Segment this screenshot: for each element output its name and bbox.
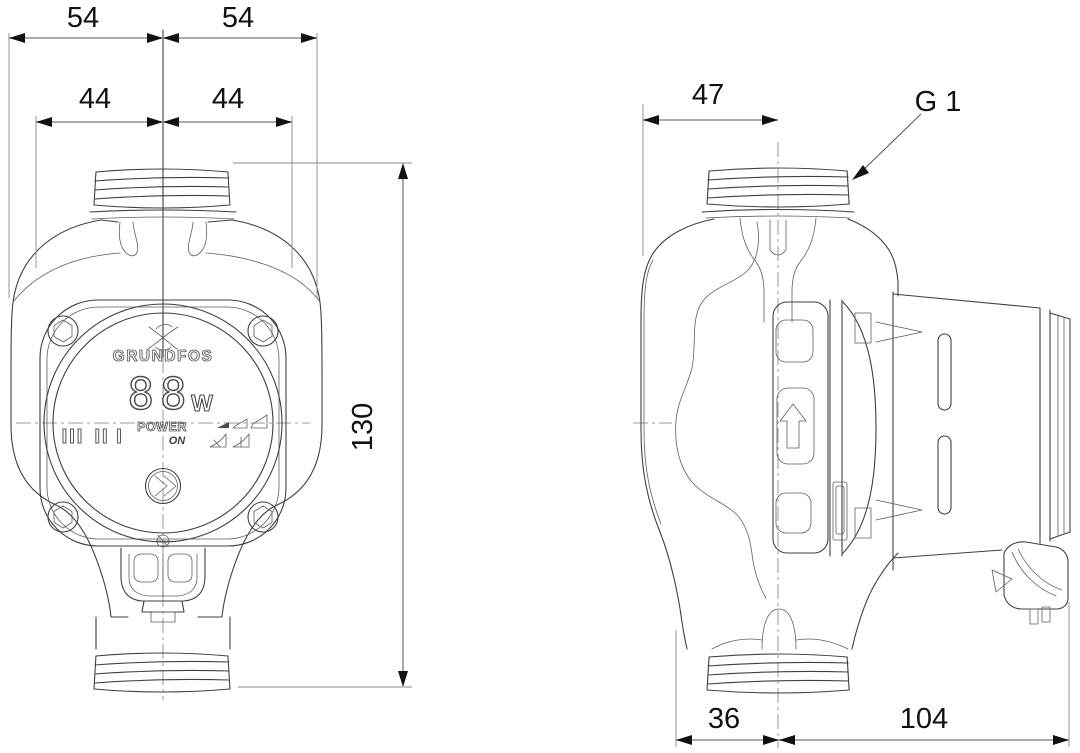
hex-socket-screw-icon [47,501,79,533]
double-chevron-button-icon [144,467,182,505]
thread-callout-g1: G 1 [852,86,961,180]
dim-44-right-label: 44 [212,83,244,115]
dim-54-54: 54 54 [8,2,318,298]
thread-size-label: G 1 [915,86,962,118]
dim-130: 130 [233,162,412,688]
dim-44-left-label: 44 [79,83,111,115]
dim-130-label: 130 [347,403,379,451]
side-motor-housing [875,291,1071,571]
face-bottom-screw [155,534,171,548]
control-face-inner-ring [52,312,274,534]
grundfos-x-icon [147,324,179,351]
watt-display-value: 88 [128,369,193,420]
hex-socket-screw-icon [47,315,79,347]
front-terminal-connector [120,547,206,623]
control-face-outer-ring [43,303,283,543]
hex-socket-screw-icon [247,315,279,347]
speed-ii-label: II [94,426,109,448]
front-face-plate [39,299,287,548]
dim-36-label: 36 [708,703,740,735]
pump-curve-icon [209,433,250,448]
front-view-drawing: GRUNDFOS 88 W III II I POWER ON [8,2,412,700]
dim-44-44: 44 44 [35,83,293,268]
dim-54-right-label: 54 [222,2,254,34]
brand-label: GRUNDFOS [113,348,214,365]
dim-54-left-label: 54 [67,2,99,34]
pump-control-display: GRUNDFOS 88 W III II I POWER ON [61,324,268,505]
dim-36-104: 36 104 [675,602,1070,747]
side-cable-clamp [991,541,1069,625]
on-label: ON [169,435,187,447]
dim-47-label: 47 [692,79,724,111]
flow-direction-up-arrow-icon [779,403,807,449]
side-control-box [772,299,877,557]
front-bottom-thread [93,616,231,693]
dim-47: 47 [642,79,778,256]
power-label: POWER [137,420,187,434]
hex-socket-screw-icon [247,501,279,533]
watt-unit-label: W [191,390,213,416]
side-bottom-thread [706,608,850,694]
power-ramp-icon [217,414,268,429]
front-body-outline [10,219,323,618]
speed-i-label: I [116,426,124,448]
side-top-thread [701,167,855,219]
speed-iii-label: III [62,426,85,448]
side-body-outline [640,217,899,650]
front-top-thread [89,168,237,220]
dim-104-label: 104 [900,703,948,735]
side-view-drawing: 47 G 1 36 104 [633,79,1071,748]
